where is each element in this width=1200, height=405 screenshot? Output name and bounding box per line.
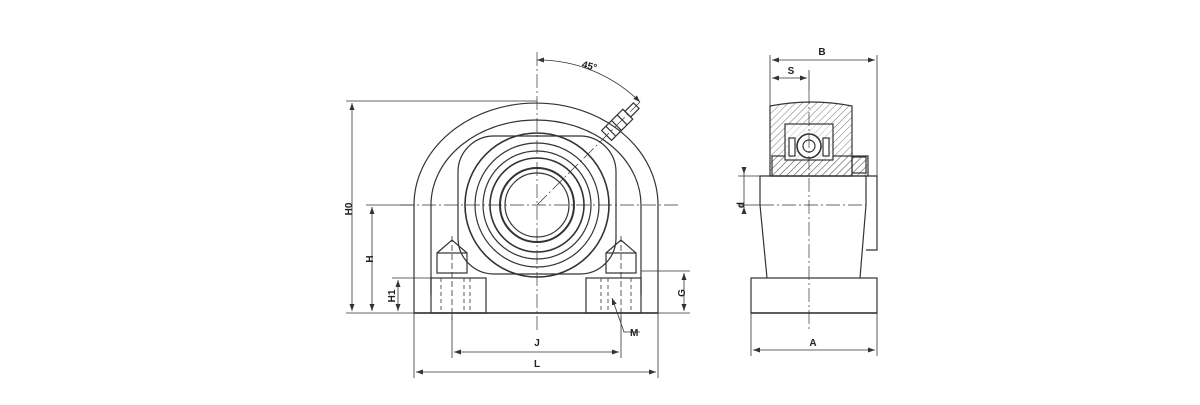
side-set-screw <box>851 156 867 174</box>
label-d: d <box>736 202 747 208</box>
angle-label: 45° <box>581 60 598 75</box>
label-h1: H1 <box>387 289 398 302</box>
angle-centerline <box>536 101 641 206</box>
front-view <box>400 52 680 330</box>
side-view <box>750 90 878 330</box>
label-a: A <box>809 338 816 349</box>
side-base <box>750 277 878 314</box>
label-s: S <box>788 66 795 77</box>
mounting-boss-left <box>430 236 487 320</box>
front-dimensions <box>346 100 690 378</box>
label-g: G <box>677 289 688 297</box>
label-j: J <box>534 338 540 349</box>
label-b: B <box>818 47 825 58</box>
angle-arc <box>536 57 641 103</box>
label-h: H <box>365 255 376 262</box>
housing-outer-contour <box>413 102 659 314</box>
side-dimensions <box>738 55 878 356</box>
label-m: M <box>630 328 638 339</box>
dim-m-leader <box>611 297 640 333</box>
housing-inner-contour <box>430 119 642 295</box>
label-l: L <box>534 359 540 370</box>
side-body <box>759 175 867 279</box>
label-h0: H0 <box>344 202 355 215</box>
mounting-boss-right <box>585 236 642 320</box>
